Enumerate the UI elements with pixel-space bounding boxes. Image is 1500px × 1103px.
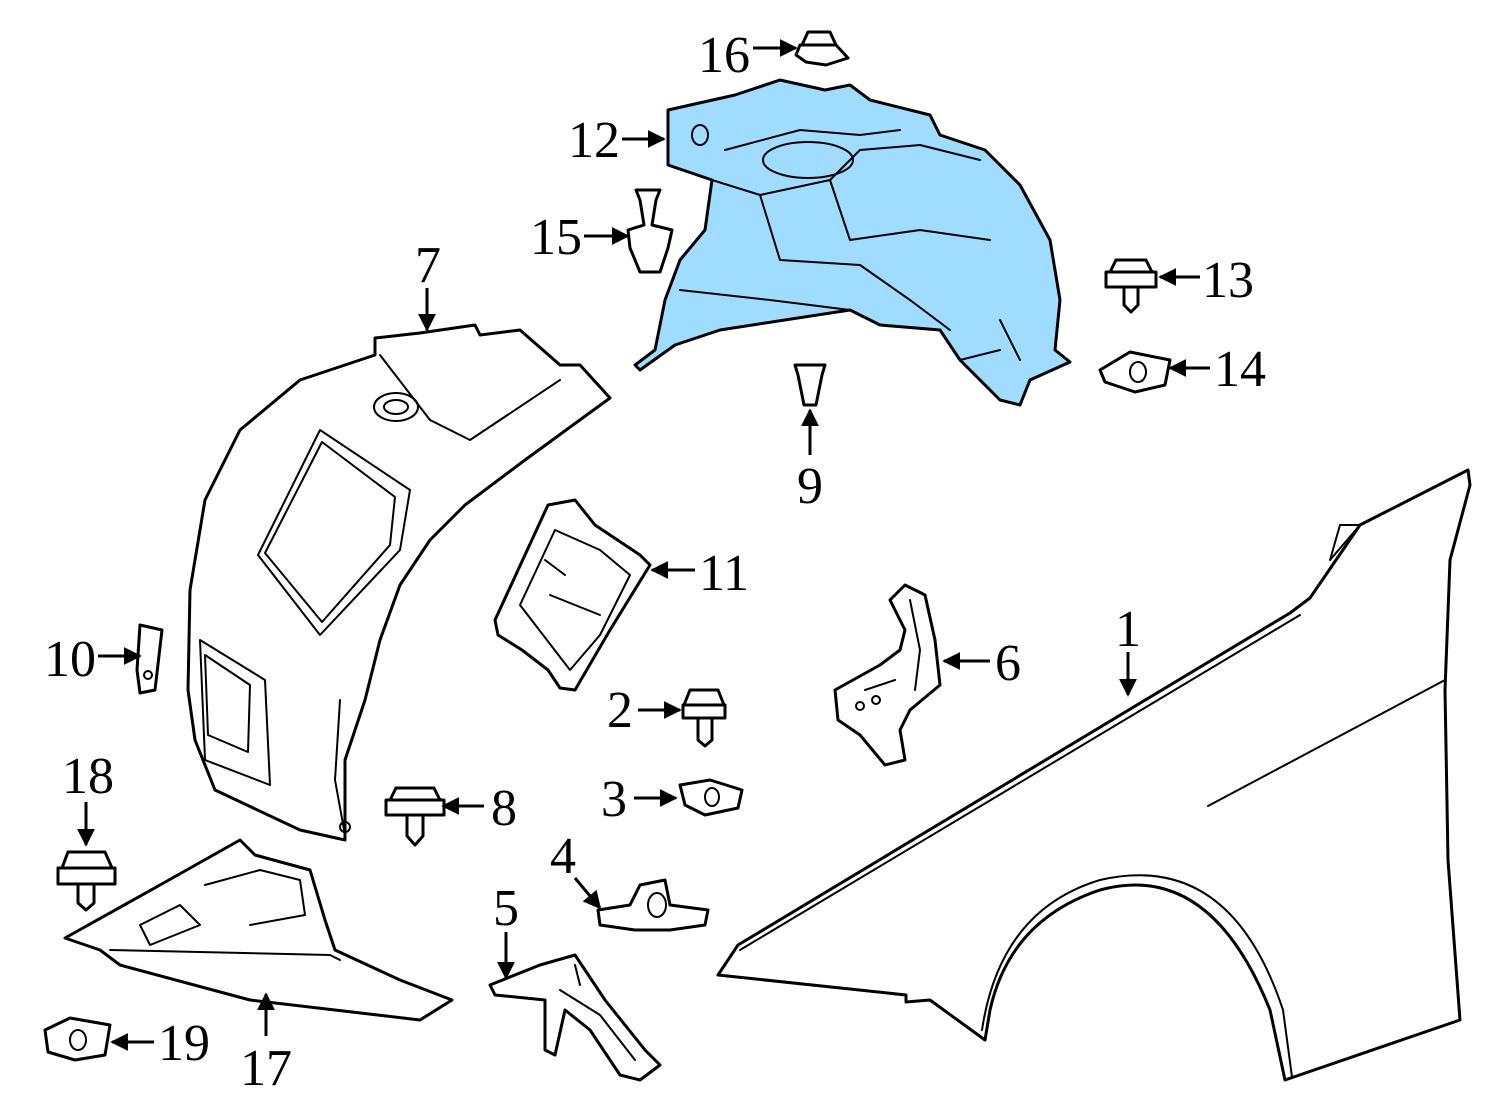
bracket-part-6[interactable] [833,583,942,767]
callout-12: 12 [568,112,620,169]
callout-1: 1 [1115,601,1141,658]
callout-5: 5 [493,880,519,937]
callout-7: 7 [415,237,441,294]
lower-shield-part[interactable] [63,838,454,1022]
callout-13: 13 [1202,252,1254,309]
bolt-part-8[interactable] [384,786,446,847]
clip-nut-part-14[interactable] [1098,350,1172,394]
callout-14: 14 [1214,341,1266,398]
callout-3: 3 [601,771,627,828]
callout-9: 9 [797,458,823,515]
bracket-part-5[interactable] [488,953,662,1082]
callout-10: 10 [44,631,96,688]
grommet-part-9[interactable] [793,363,827,407]
nut-part-16[interactable] [794,30,850,67]
clip-nut-part-19[interactable] [43,1016,112,1062]
clip-part-10[interactable] [135,623,164,695]
callout-4: 4 [550,828,576,885]
callout-19: 19 [158,1015,210,1072]
bolt-part-2[interactable] [681,688,727,748]
bolt-part-18[interactable] [56,850,117,912]
callout-labels: 1 2 3 4 5 6 7 8 9 10 11 12 13 14 15 16 1… [44,27,1266,1097]
callout-8: 8 [491,780,517,837]
splash-shield-part[interactable] [633,78,1072,407]
fender-part[interactable] [716,468,1472,1082]
clip-nut-part-3[interactable] [678,778,744,817]
callout-11: 11 [699,545,749,602]
rivet-part-15[interactable] [626,188,674,274]
callout-16: 16 [698,27,750,84]
callout-15: 15 [530,209,582,266]
bracket-part-11[interactable] [493,498,652,692]
callout-2: 2 [607,682,633,739]
bracket-part-4[interactable] [596,878,710,932]
callout-6: 6 [995,635,1021,692]
leader-lines [77,39,1210,1051]
callout-17: 17 [240,1040,292,1097]
callout-18: 18 [62,748,114,805]
wheel-arch-liner-part[interactable] [186,323,612,842]
bolt-part-13[interactable] [1104,258,1158,314]
